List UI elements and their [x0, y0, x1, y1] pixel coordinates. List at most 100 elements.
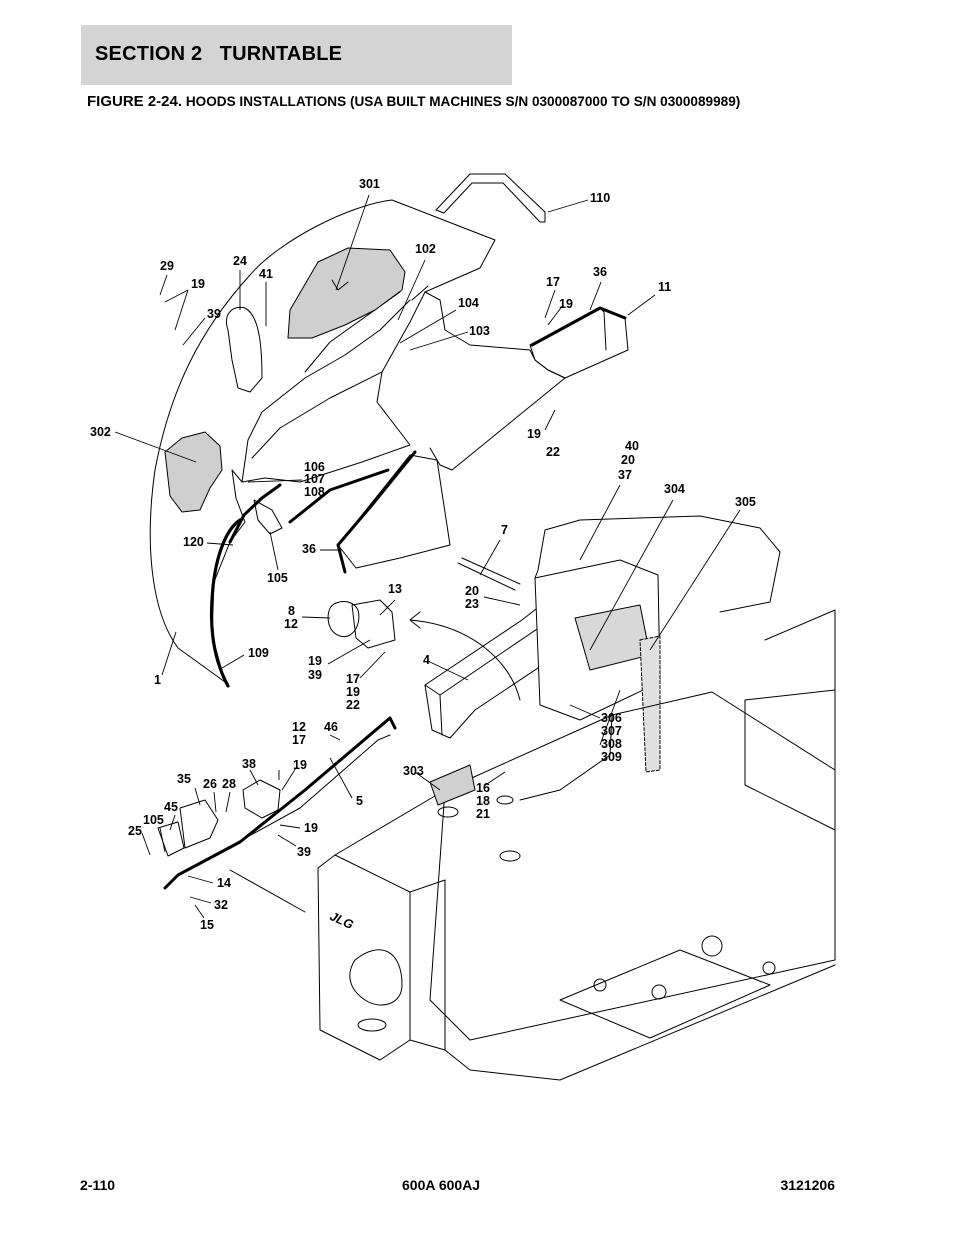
hood-window-301	[287, 247, 406, 339]
seal-36-upper	[530, 306, 627, 347]
footer-doc-number: 3121206	[780, 1177, 835, 1193]
callout-45: 45	[164, 800, 178, 814]
callout-5: 5	[356, 794, 363, 808]
callout-17: 17	[546, 275, 560, 289]
callout-306: 306	[601, 711, 622, 725]
callout-103: 103	[469, 324, 490, 338]
callout-24: 24	[233, 254, 247, 268]
frame-hole	[701, 935, 723, 957]
callout-36: 36	[302, 542, 316, 556]
callout-36: 36	[593, 265, 607, 279]
callout-26: 26	[203, 777, 217, 791]
hood-inner-edge	[241, 299, 411, 483]
hood-window-302	[164, 431, 223, 513]
callout-29: 29	[160, 259, 174, 273]
callout-39: 39	[207, 307, 221, 321]
callout-8: 8	[288, 604, 295, 618]
frame-hole	[593, 978, 607, 992]
callout-12: 12	[284, 617, 298, 631]
callout-20: 20	[465, 584, 479, 598]
callout-4: 4	[423, 653, 430, 667]
section-banner: SECTION 2 TURNTABLE	[81, 25, 512, 85]
seal-120	[228, 483, 282, 544]
bracket-13	[351, 599, 396, 649]
figure-caption: FIGURE 2-24. HOODS INSTALLATIONS (USA BU…	[87, 93, 887, 110]
callout-16: 16	[476, 781, 490, 795]
hood-side-panel	[424, 291, 566, 471]
slew-plate	[559, 949, 771, 1039]
callout-301: 301	[359, 177, 380, 191]
jlg-logo: JLG	[328, 909, 356, 932]
callout-13: 13	[388, 582, 402, 596]
seal-36-lower	[288, 450, 417, 574]
callout-37: 37	[618, 468, 632, 482]
frame-hole	[762, 961, 776, 975]
callout-15: 15	[200, 918, 214, 932]
frame-front-box	[317, 854, 411, 1061]
callout-109: 109	[248, 646, 269, 660]
callout-19: 19	[527, 427, 541, 441]
figure-title: HOODS INSTALLATIONS (USA BUILT MACHINES …	[185, 94, 741, 109]
callout-304: 304	[664, 482, 685, 496]
callout-20: 20	[621, 453, 635, 467]
callout-12: 12	[292, 720, 306, 734]
callout-25: 25	[128, 824, 142, 838]
housing-top	[534, 515, 781, 613]
footer-model: 600A 600AJ	[402, 1177, 481, 1193]
callout-105: 105	[267, 571, 288, 585]
callout-1: 1	[154, 673, 161, 687]
access-oval	[349, 949, 403, 1006]
callout-18: 18	[476, 794, 490, 808]
callout-leaders	[114, 194, 741, 919]
callout-22: 22	[546, 445, 560, 459]
callout-308: 308	[601, 737, 622, 751]
footer-page-number: 2-110	[80, 1177, 116, 1193]
callout-21: 21	[476, 807, 490, 821]
callout-39: 39	[308, 668, 322, 682]
light-8	[327, 601, 360, 638]
callout-108: 108	[304, 485, 325, 499]
callout-41: 41	[259, 267, 273, 281]
callout-19: 19	[304, 821, 318, 835]
callout-46: 46	[324, 720, 338, 734]
frame-base-plate	[444, 964, 836, 1081]
callout-19: 19	[191, 277, 205, 291]
callout-38: 38	[242, 757, 256, 771]
latch-24	[226, 306, 263, 393]
callout-11: 11	[658, 280, 671, 294]
bracket-45	[157, 821, 185, 857]
callout-labels: 301 110 102 104 103 29 24 41 19 39 17 36…	[90, 177, 756, 932]
callout-102: 102	[415, 242, 436, 256]
callout-110: 110	[590, 191, 610, 205]
callout-107: 107	[304, 472, 325, 486]
callout-17: 17	[346, 672, 360, 686]
callout-104: 104	[458, 296, 479, 310]
callout-32: 32	[214, 898, 228, 912]
callout-14: 14	[217, 876, 231, 890]
seal-strip-46	[163, 716, 397, 890]
callout-19: 19	[308, 654, 322, 668]
figure-number: FIGURE 2-24.	[87, 93, 183, 110]
callout-106: 106	[304, 460, 325, 474]
housing-stripe-305	[639, 635, 661, 773]
seal-109	[209, 518, 242, 688]
callout-303: 303	[403, 764, 424, 778]
frame-slot	[499, 850, 521, 862]
frame-slot	[357, 1018, 387, 1032]
callout-40: 40	[625, 439, 639, 453]
latch-105	[253, 499, 283, 535]
hinge-38	[242, 779, 281, 819]
handle-110	[435, 173, 546, 223]
bracket-35	[179, 799, 219, 849]
frame-slot	[437, 806, 459, 818]
callout-19: 19	[559, 297, 573, 311]
callout-17: 17	[292, 733, 306, 747]
callout-7: 7	[501, 523, 508, 537]
callout-19: 19	[346, 685, 360, 699]
frame-hole	[651, 984, 667, 1000]
callout-309: 309	[601, 750, 622, 764]
callout-39: 39	[297, 845, 311, 859]
callout-28: 28	[222, 777, 236, 791]
callout-120: 120	[183, 535, 204, 549]
